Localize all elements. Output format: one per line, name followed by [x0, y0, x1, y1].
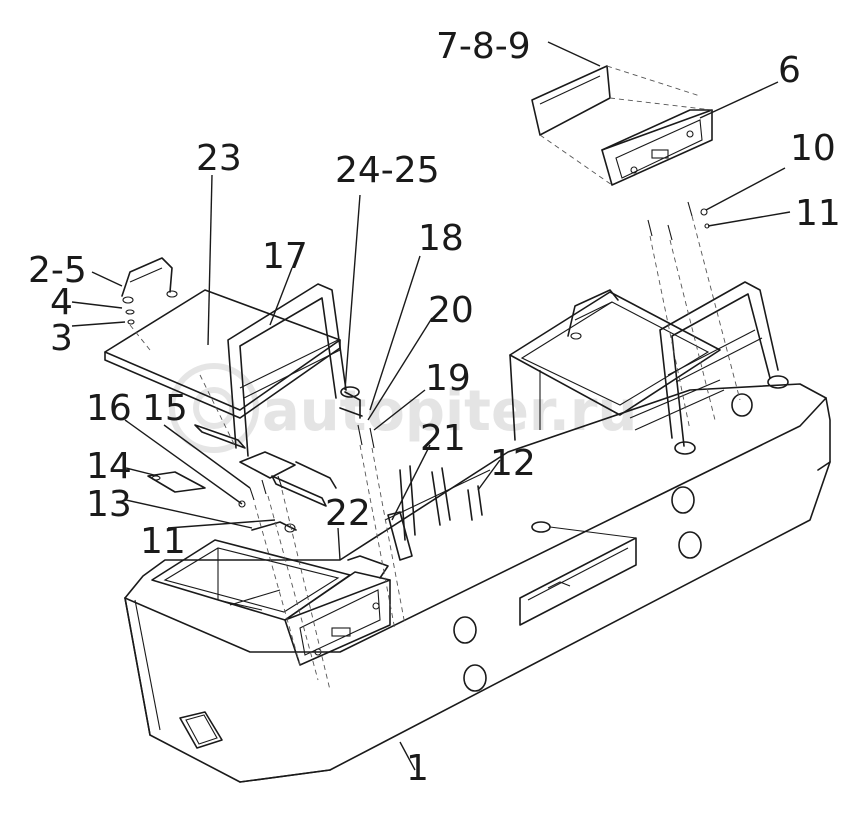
callout-3: 3	[50, 318, 73, 359]
callout-6: 6	[778, 50, 801, 91]
callout-22: 22	[325, 493, 371, 534]
callout-17: 17	[262, 236, 308, 277]
callout-23: 23	[196, 138, 242, 179]
callout-1: 1	[406, 748, 429, 789]
part-6-box	[601, 109, 713, 186]
part-17-rail	[227, 283, 360, 457]
callout-11-left: 11	[140, 521, 186, 562]
callout-18: 18	[418, 218, 464, 259]
callout-13: 13	[86, 484, 132, 525]
callout-15: 15	[142, 388, 188, 429]
callout-11-right: 11	[795, 193, 841, 234]
callout-10: 10	[790, 128, 836, 169]
leader-lines	[71, 41, 791, 771]
callout-14: 14	[86, 446, 132, 487]
right-bolts	[647, 201, 741, 431]
part-22-box	[284, 555, 391, 666]
part-2-5-handle	[121, 257, 178, 325]
support-posts	[384, 465, 491, 561]
callout-19: 19	[425, 358, 471, 399]
right-guard-rail	[629, 281, 789, 455]
assembly-lines	[129, 324, 406, 691]
callout-7-8-9: 7-8-9	[436, 26, 531, 67]
part-7-8-9-plate	[531, 65, 713, 186]
main-housing	[124, 383, 831, 783]
right-compartment	[509, 289, 721, 441]
callout-21: 21	[420, 418, 466, 459]
callout-labels: 7-8-9 6 10 11 23 24-25 18 17 2-5 4 3 20 …	[28, 26, 841, 789]
callout-2-5: 2-5	[28, 250, 87, 291]
callout-24-25: 24-25	[335, 150, 440, 191]
callout-12: 12	[490, 443, 536, 484]
callout-20: 20	[428, 290, 474, 331]
callout-4: 4	[50, 282, 73, 323]
callout-16: 16	[86, 388, 132, 429]
